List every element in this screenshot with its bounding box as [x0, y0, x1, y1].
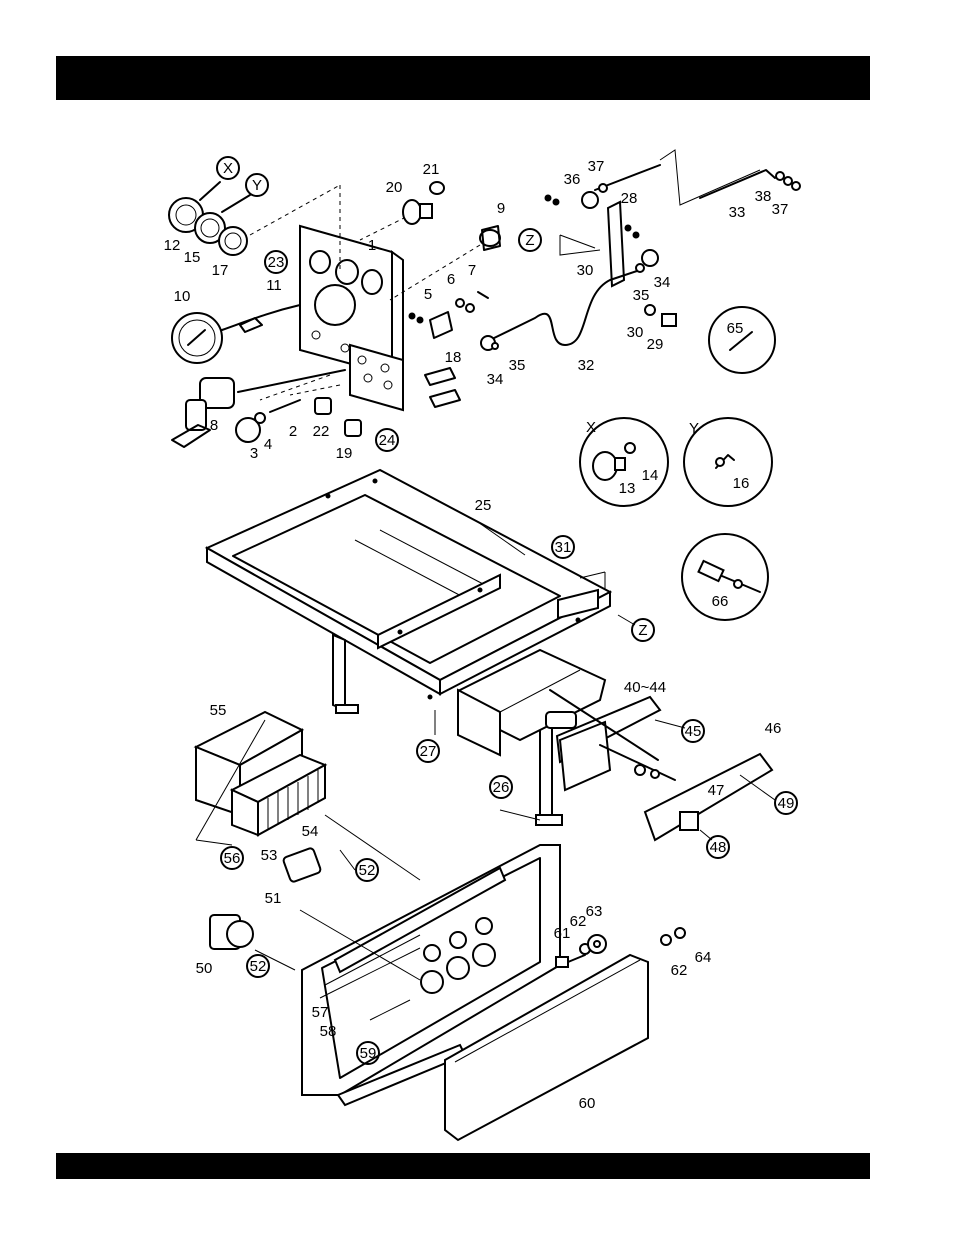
callout-36: 36	[564, 171, 581, 188]
callout-z2: Z	[638, 622, 647, 639]
callout-59: 59	[360, 1045, 377, 1062]
callout-34b: 34	[654, 274, 671, 291]
callout-57: 57	[312, 1004, 329, 1021]
callout-64: 64	[695, 949, 712, 966]
callout-46: 46	[765, 720, 782, 737]
callout-65: 65	[727, 320, 744, 337]
callout-22: 22	[313, 423, 330, 440]
callout-14: 14	[642, 467, 659, 484]
callout-56: 56	[224, 850, 241, 867]
callout-10: 10	[174, 288, 191, 305]
callout-32: 32	[578, 357, 595, 374]
callout-3: 3	[250, 445, 258, 462]
callout-18: 18	[445, 349, 462, 366]
callout-5: 5	[424, 286, 432, 303]
callout-48: 48	[710, 839, 727, 856]
callout-66: 66	[712, 593, 729, 610]
callout-55: 55	[210, 702, 227, 719]
callout-6: 6	[447, 271, 455, 288]
tachometer-gauge	[172, 305, 300, 363]
callout-62b: 62	[671, 962, 688, 979]
callout-47: 47	[708, 782, 725, 799]
callout-33: 33	[729, 204, 746, 221]
callout-20: 20	[386, 179, 403, 196]
callout-52a: 52	[359, 862, 376, 879]
callout-27: 27	[420, 743, 437, 760]
callout-49: 49	[778, 795, 795, 812]
callout-58: 58	[320, 1023, 337, 1040]
receptacle-51	[283, 847, 322, 882]
callout-40-44: 40~44	[624, 679, 666, 696]
callout-17: 17	[212, 262, 229, 279]
callout-30a: 30	[577, 262, 594, 279]
callout-16: 16	[733, 475, 750, 492]
callout-52b: 52	[250, 958, 267, 975]
callout-31: 31	[555, 539, 572, 556]
callout-62a: 62	[570, 913, 587, 930]
gauge-cluster	[169, 182, 250, 255]
callout-37b: 37	[772, 201, 789, 218]
callout-54: 54	[302, 823, 319, 840]
footer-bar	[56, 1153, 870, 1179]
callout-26: 26	[493, 779, 510, 796]
pilot-lamps	[425, 368, 460, 407]
callout-x2: X	[586, 419, 596, 436]
callout-9: 9	[497, 200, 505, 217]
receptacle-50	[210, 915, 253, 949]
callout-7: 7	[468, 262, 476, 279]
callout-13: 13	[619, 480, 636, 497]
callout-63: 63	[586, 903, 603, 920]
callout-19: 19	[336, 445, 353, 462]
callout-y1: Y	[252, 177, 262, 194]
callout-25: 25	[475, 497, 492, 514]
callout-4: 4	[264, 436, 272, 453]
callout-35a: 35	[509, 357, 526, 374]
detail-circle-65	[709, 307, 775, 373]
callout-y2: Y	[689, 420, 699, 437]
callout-12: 12	[164, 237, 181, 254]
fuel-cap-part	[480, 226, 500, 250]
bracket-and-nuts	[409, 292, 488, 338]
callout-2: 2	[289, 423, 297, 440]
callout-50: 50	[196, 960, 213, 977]
callout-37a: 37	[588, 158, 605, 175]
callout-1: 1	[368, 237, 376, 254]
callout-29: 29	[647, 336, 664, 353]
callout-38: 38	[755, 188, 772, 205]
callout-60: 60	[579, 1095, 596, 1112]
callout-23: 23	[268, 254, 285, 271]
callout-28: 28	[621, 190, 638, 207]
callout-45: 45	[685, 723, 702, 740]
callout-53: 53	[261, 847, 278, 864]
callout-61: 61	[554, 925, 571, 942]
callout-51: 51	[265, 890, 282, 907]
callout-24: 24	[379, 432, 396, 449]
callout-15: 15	[184, 249, 201, 266]
callout-z1: Z	[525, 232, 534, 249]
callout-30b: 30	[627, 324, 644, 341]
callout-34a: 34	[487, 371, 504, 388]
callout-35b: 35	[633, 287, 650, 304]
callout-8: 8	[210, 417, 218, 434]
callout-x1: X	[223, 160, 233, 177]
callout-11: 11	[266, 277, 282, 294]
callout-21: 21	[423, 161, 440, 178]
bulb-assembly	[403, 182, 444, 224]
